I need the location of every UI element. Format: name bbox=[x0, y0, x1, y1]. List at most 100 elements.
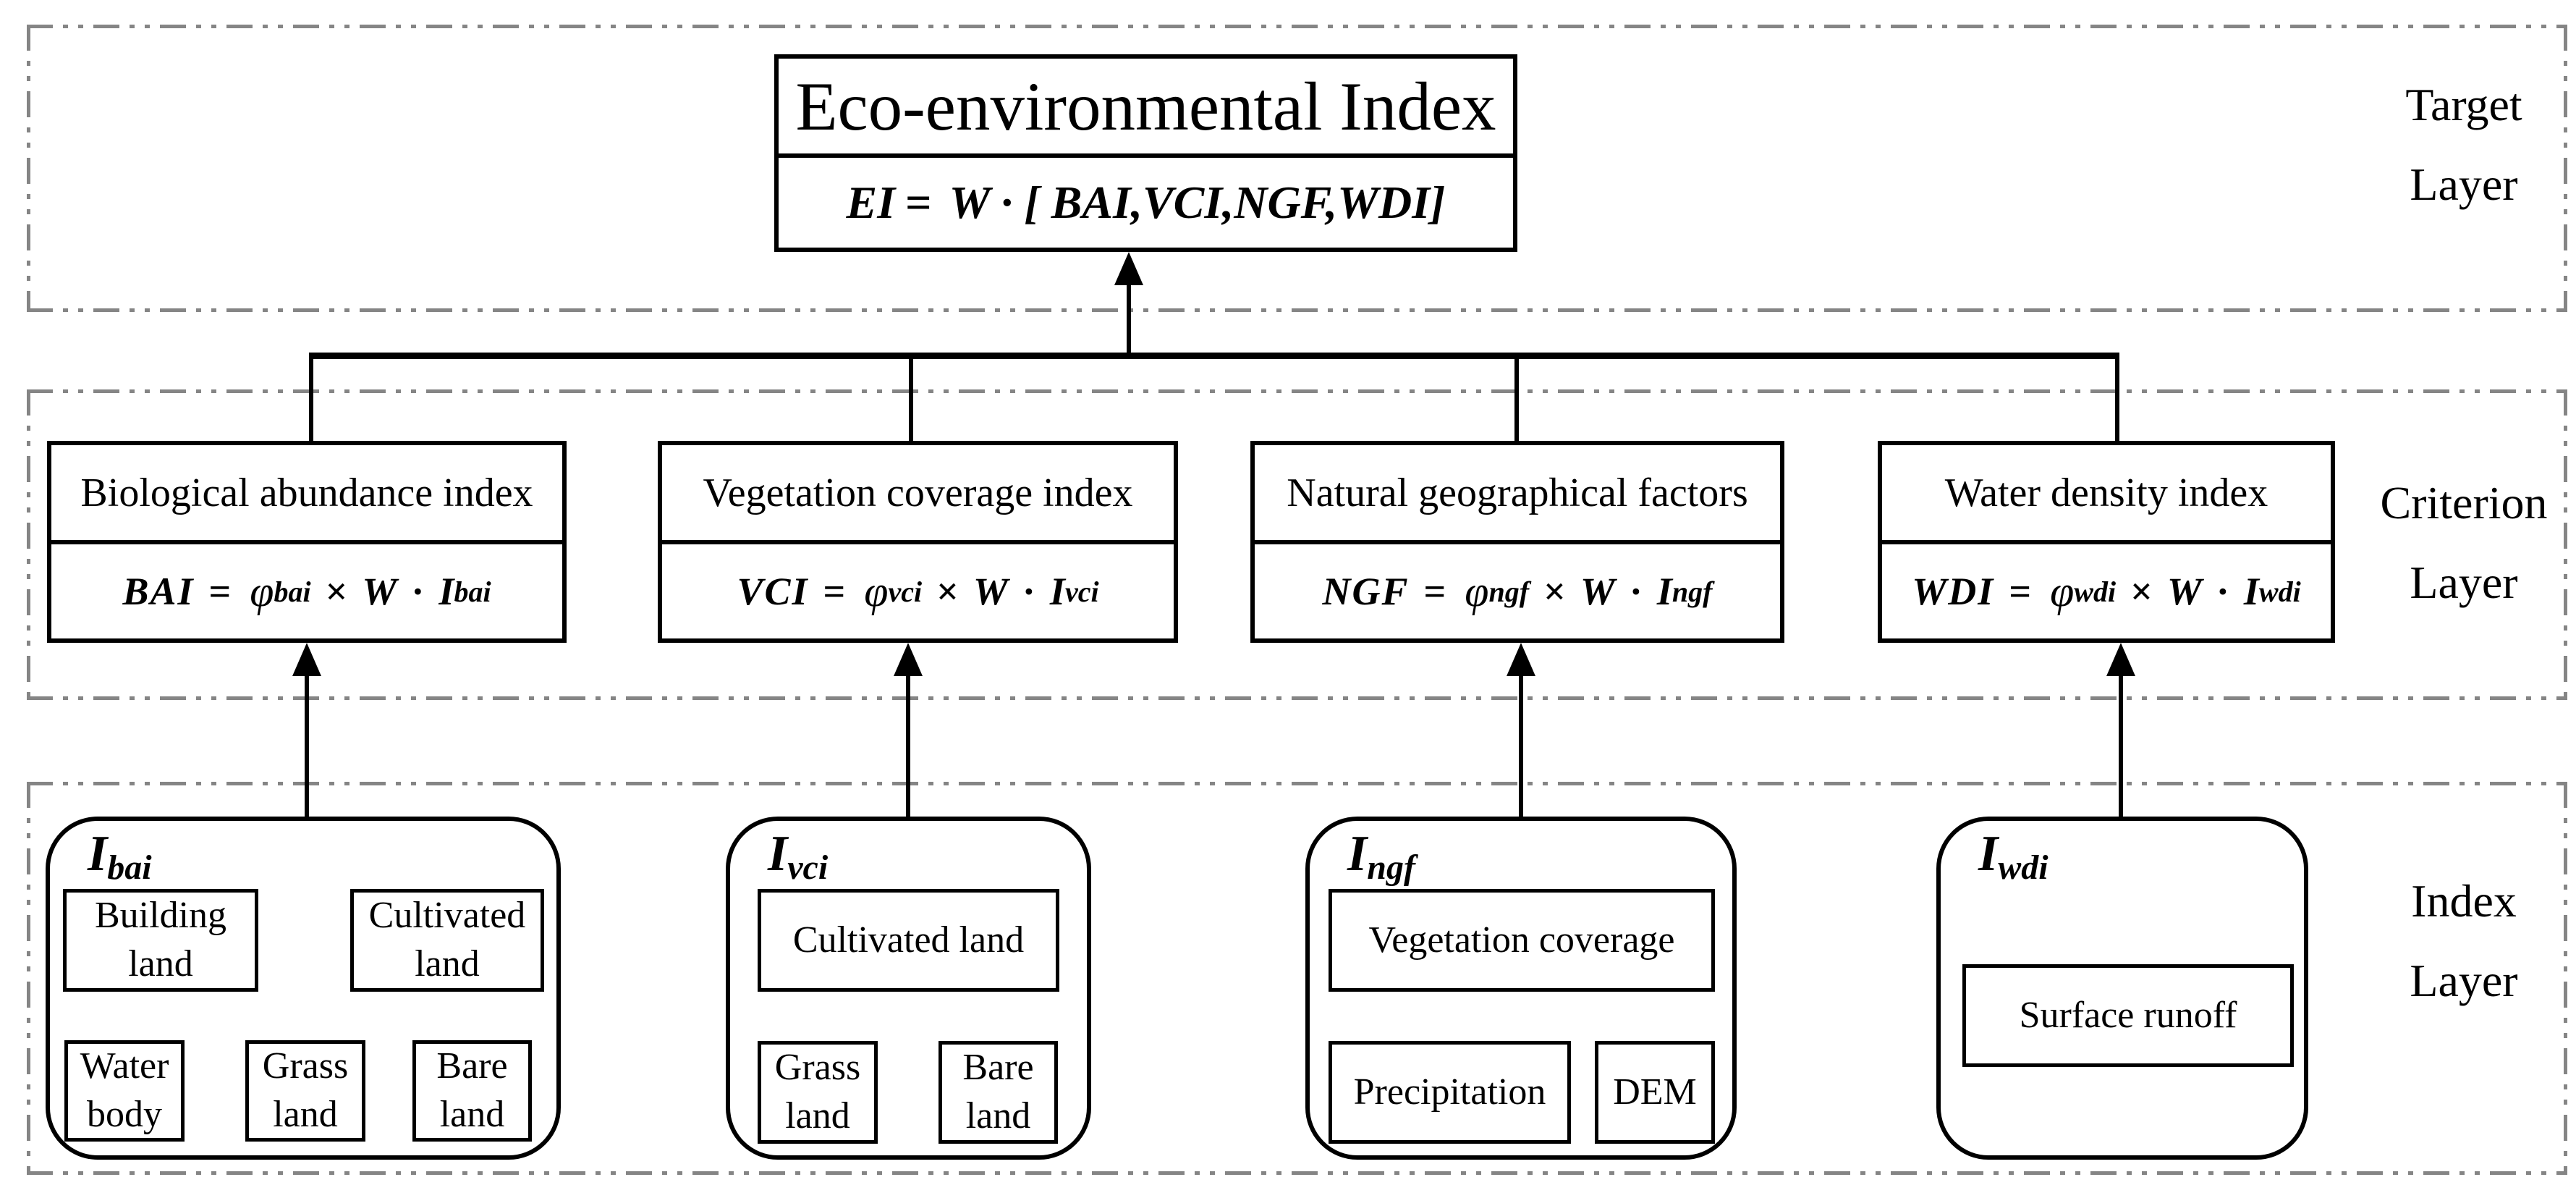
phi-symbol: φ bbox=[2050, 567, 2075, 615]
phi-subscript: wdi bbox=[2074, 575, 2117, 608]
arrow-up-criterion-4 bbox=[2106, 643, 2135, 676]
phi-symbol: φ bbox=[250, 567, 274, 615]
formula-equals: = bbox=[1423, 570, 1446, 613]
index-item-precipitation: Precipitation bbox=[1329, 1041, 1571, 1144]
index-item-grass-land: Grass land bbox=[245, 1040, 365, 1142]
formula-equals: = bbox=[905, 177, 932, 228]
band-edge bbox=[27, 782, 30, 1175]
index-group-label: Ibai bbox=[88, 825, 152, 887]
criterion-title: Vegetation coverage index bbox=[662, 445, 1174, 544]
connector-target-shaft bbox=[1127, 277, 1131, 356]
criterion-layer-label: Criterion Layer bbox=[2348, 463, 2576, 623]
index-subscript: wdi bbox=[2258, 575, 2301, 608]
index-item-surface-runoff: Surface runoff bbox=[1962, 964, 2294, 1067]
index-item-building-land: Building land bbox=[63, 889, 258, 992]
times-operator: × bbox=[325, 570, 348, 613]
weight-symbol: W bbox=[973, 570, 1008, 613]
phi-symbol: φ bbox=[864, 567, 889, 615]
index-symbol: I bbox=[1347, 826, 1368, 882]
band-edge bbox=[2564, 782, 2567, 1175]
criterion-title: Water density index bbox=[1882, 445, 2331, 544]
index-item-bare-land: Bare land bbox=[939, 1041, 1058, 1144]
formula-lhs: EI bbox=[846, 177, 896, 228]
band-edge bbox=[27, 1171, 2567, 1175]
phi-subscript: ngf bbox=[1488, 575, 1530, 608]
phi-symbol: φ bbox=[1465, 567, 1489, 615]
band-edge bbox=[2564, 389, 2567, 700]
index-group-bai: Ibai Building land Cultivated land Water… bbox=[46, 817, 561, 1160]
connector-bar bbox=[309, 353, 2119, 359]
dot-operator: · bbox=[2216, 570, 2229, 613]
index-symbol: I bbox=[768, 826, 788, 882]
weight-symbol: W bbox=[2166, 570, 2202, 613]
index-subscript: bai bbox=[454, 575, 491, 608]
arrow-up-target bbox=[1114, 252, 1143, 285]
layer-label-line: Index bbox=[2411, 875, 2517, 927]
band-edge bbox=[27, 696, 2567, 700]
times-operator: × bbox=[1543, 570, 1566, 613]
band-edge bbox=[27, 308, 2567, 312]
index-item-water-body: Water body bbox=[64, 1040, 185, 1142]
formula-lhs: WDI bbox=[1912, 570, 1995, 613]
weight-symbol: W bbox=[362, 570, 397, 613]
index-symbol: I bbox=[88, 826, 108, 882]
layer-label-line: Layer bbox=[2410, 955, 2518, 1006]
index-item-cultivated-land: Cultivated land bbox=[350, 889, 544, 992]
connector-index-shaft-4 bbox=[2119, 669, 2123, 818]
index-layer-label: Index Layer bbox=[2348, 861, 2576, 1021]
arrow-up-criterion-2 bbox=[894, 643, 923, 676]
index-symbol: I bbox=[1978, 826, 1999, 882]
index-item-vegetation-coverage: Vegetation coverage bbox=[1329, 889, 1715, 992]
connector-drop-1 bbox=[309, 355, 313, 444]
phi-subscript: bai bbox=[274, 575, 311, 608]
formula-equals: = bbox=[823, 570, 846, 613]
formula-equals: = bbox=[2009, 570, 2032, 613]
index-symbol: I bbox=[1049, 570, 1065, 613]
formula-lhs: NGF bbox=[1322, 570, 1410, 613]
index-group-label: Iwdi bbox=[1978, 825, 2048, 887]
criterion-title: Biological abundance index bbox=[51, 445, 562, 544]
band-edge bbox=[27, 389, 2567, 393]
band-edge bbox=[27, 25, 30, 312]
index-symbol: I bbox=[1656, 570, 1672, 613]
formula-lhs: VCI bbox=[737, 570, 809, 613]
index-subscript: vci bbox=[787, 848, 829, 887]
times-operator: × bbox=[936, 570, 959, 613]
target-layer-label: Target Layer bbox=[2348, 65, 2576, 224]
index-group-vci: Ivci Cultivated land Grass land Bare lan… bbox=[726, 817, 1091, 1160]
index-group-label: Ivci bbox=[768, 825, 828, 887]
connector-drop-4 bbox=[2115, 355, 2119, 444]
connector-index-shaft-1 bbox=[305, 669, 309, 818]
index-subscript: bai bbox=[107, 848, 152, 887]
index-group-ngf: Ingf Vegetation coverage Precipitation D… bbox=[1305, 817, 1737, 1160]
index-item-grass-land: Grass land bbox=[758, 1041, 878, 1144]
dot-operator: · bbox=[1022, 570, 1035, 613]
index-subscript: ngf bbox=[1672, 575, 1713, 608]
index-item-dem: DEM bbox=[1595, 1041, 1715, 1144]
target-formula: EI= W · [ BAI,VCI,NGF,WDI] bbox=[779, 158, 1513, 248]
formula-lhs: BAI bbox=[122, 570, 195, 613]
weight-symbol: W bbox=[1580, 570, 1615, 613]
connector-index-shaft-2 bbox=[906, 669, 910, 818]
formula-rhs: W · [ BAI,VCI,NGF,WDI] bbox=[949, 177, 1446, 228]
phi-subscript: vci bbox=[888, 575, 923, 608]
index-item-bare-land: Bare land bbox=[412, 1040, 532, 1142]
index-symbol: I bbox=[2243, 570, 2259, 613]
dot-operator: · bbox=[1629, 570, 1643, 613]
target-box: Eco-environmental Index EI=W · [ BAI,VCI… bbox=[774, 54, 1517, 252]
formula-equals: = bbox=[208, 570, 232, 613]
layer-label-line: Target bbox=[2405, 79, 2522, 130]
dot-operator: · bbox=[411, 570, 425, 613]
connector-drop-2 bbox=[909, 355, 913, 444]
connector-drop-3 bbox=[1514, 355, 1519, 444]
criterion-title: Natural geographical factors bbox=[1255, 445, 1780, 544]
arrow-up-criterion-1 bbox=[292, 643, 321, 676]
